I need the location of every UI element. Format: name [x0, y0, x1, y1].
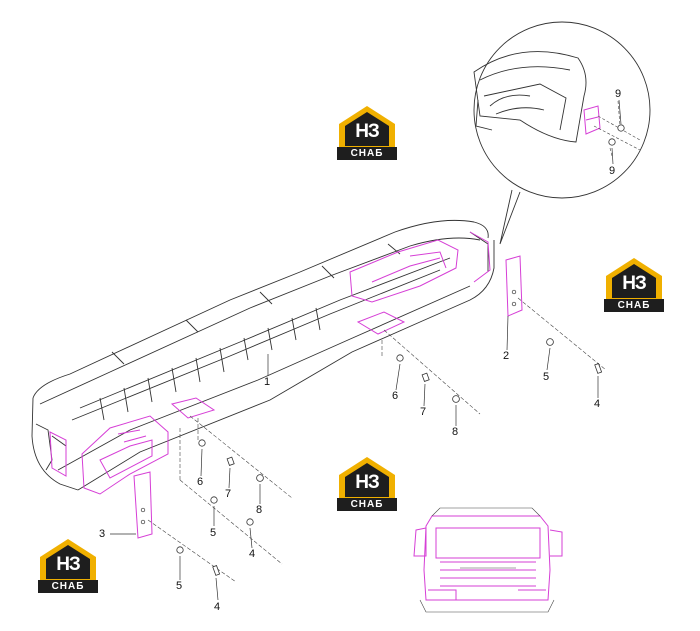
callout-8-left: 8 [256, 504, 263, 516]
watermark-mark: НЗ [56, 554, 81, 575]
callout-5-right: 5 [543, 371, 550, 383]
callout-6-left: 6 [197, 476, 204, 488]
house-icon [339, 457, 395, 499]
fasteners [176, 338, 603, 576]
watermark-band: СНАБ [38, 580, 98, 593]
watermark-logo: НЗ СНАБ [38, 537, 98, 595]
watermark-band: СНАБ [604, 299, 664, 312]
detail-bracket-highlight [583, 105, 601, 135]
callout-6-right: 6 [392, 390, 399, 402]
callout-4-low: 4 [214, 601, 221, 613]
callout-2: 2 [503, 350, 510, 362]
house-icon [606, 258, 662, 300]
callout-7-left: 7 [225, 488, 232, 500]
watermark-mark: НЗ [355, 121, 380, 142]
fastener-axes [147, 297, 607, 583]
house-icon [339, 106, 395, 148]
watermark-mark: НЗ [622, 273, 647, 294]
detail-fastener-lines [593, 100, 641, 157]
watermark-mark: НЗ [355, 472, 380, 493]
callout-5-low: 5 [176, 580, 183, 592]
detail-magnifier [473, 21, 651, 245]
watermark-logo: НЗ СНАБ [604, 256, 664, 314]
watermark-logo: НЗ СНАБ [337, 104, 397, 162]
watermark-band: СНАБ [337, 147, 397, 160]
callout-3: 3 [99, 528, 106, 540]
truck-front-detail [419, 507, 555, 613]
callout-4-mid: 4 [249, 548, 256, 560]
callout-9-top: 9 [615, 88, 622, 100]
callout-9-bottom: 9 [609, 165, 616, 177]
bracket-holes [140, 289, 517, 525]
house-icon [40, 539, 96, 581]
watermark-band: СНАБ [337, 498, 397, 511]
callout-8-right: 8 [452, 426, 459, 438]
leader-lines [110, 99, 622, 601]
detail-nuts [608, 124, 625, 146]
bumper-outline [31, 219, 495, 491]
watermark-logo: НЗ СНАБ [337, 455, 397, 513]
callout-1: 1 [264, 376, 271, 388]
callout-4-right: 4 [594, 398, 601, 410]
truck-front-thumbnail [413, 515, 563, 601]
callout-5-mid: 5 [210, 527, 217, 539]
callout-7-right: 7 [420, 406, 427, 418]
bumper-highlights [49, 231, 523, 539]
